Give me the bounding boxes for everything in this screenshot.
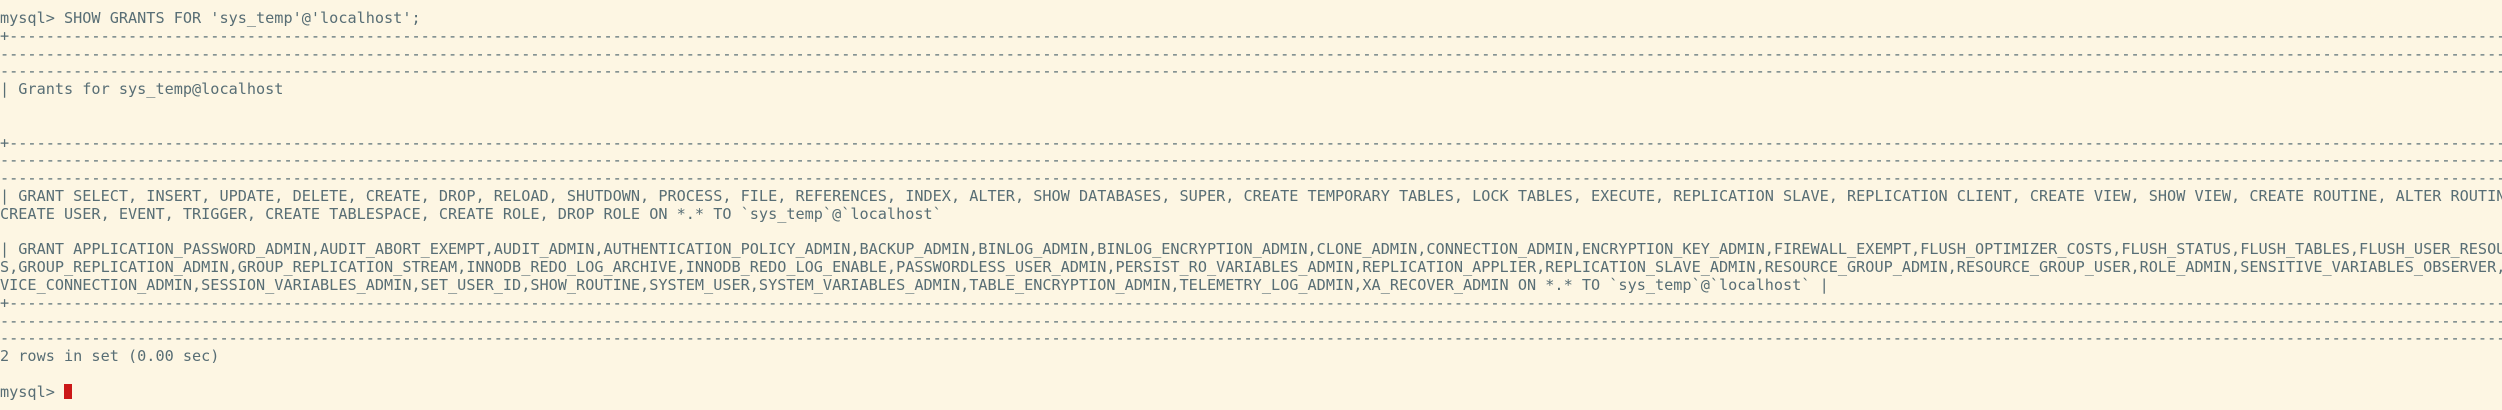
terminal-line: CREATE USER, EVENT, TRIGGER, CREATE TABL… bbox=[0, 205, 942, 223]
terminal-line: | bbox=[0, 224, 2502, 242]
terminal-line: ----------------------------------------… bbox=[0, 63, 2502, 81]
terminal-line: VICE_CONNECTION_ADMIN,SESSION_VARIABLES_… bbox=[0, 276, 1829, 294]
cursor bbox=[64, 383, 73, 399]
terminal-line: | bbox=[0, 117, 2502, 135]
terminal-output: mysql> SHOW GRANTS FOR 'sys_temp'@'local… bbox=[0, 10, 2502, 384]
prompt-line[interactable]: mysql> bbox=[0, 383, 2502, 402]
terminal-line: 2 rows in set (0.00 sec) bbox=[0, 348, 220, 366]
terminal-line: mysql> SHOW GRANTS FOR 'sys_temp'@'local… bbox=[0, 10, 421, 27]
terminal-line: | Grants for sys_temp@localhost bbox=[0, 81, 284, 99]
terminal-line: ----------------------------------------… bbox=[0, 152, 2502, 170]
terminal-line: ----------------------------------------… bbox=[0, 330, 2502, 348]
terminal-line: | GRANT APPLICATION_PASSWORD_ADMIN,AUDIT… bbox=[0, 241, 2502, 259]
terminal-line: +---------------------------------------… bbox=[0, 27, 2502, 45]
terminal-line: S,GROUP_REPLICATION_ADMIN,GROUP_REPLICAT… bbox=[0, 259, 2502, 277]
prompt-text: mysql> bbox=[0, 383, 65, 401]
terminal-line: ----------------------------------------… bbox=[0, 45, 2502, 63]
terminal-line bbox=[0, 366, 2502, 384]
terminal-line bbox=[0, 99, 2502, 117]
terminal-line: | GRANT SELECT, INSERT, UPDATE, DELETE, … bbox=[0, 187, 2502, 205]
terminal-line: +---------------------------------------… bbox=[0, 294, 2502, 312]
terminal-line: ----------------------------------------… bbox=[0, 170, 2502, 188]
terminal-line: ----------------------------------------… bbox=[0, 312, 2502, 330]
terminal-line: +---------------------------------------… bbox=[0, 134, 2502, 152]
